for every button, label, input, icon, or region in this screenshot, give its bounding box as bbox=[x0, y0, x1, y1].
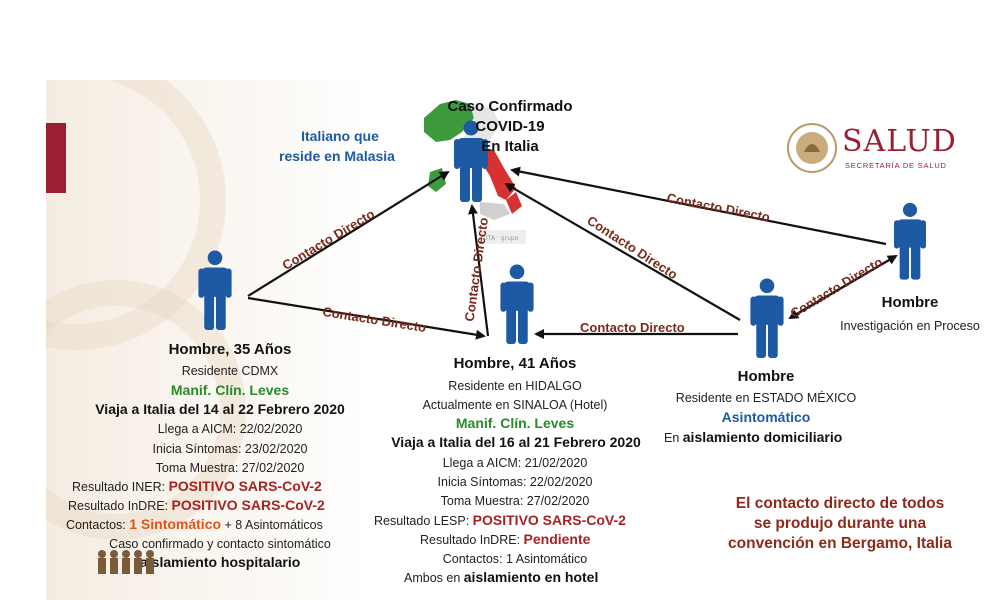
pmex-heading: Hombre bbox=[737, 368, 795, 385]
p35-case-line: Caso confirmado y contacto sintomático bbox=[109, 537, 331, 551]
p41-lesp-prefix: Resultado LESP: bbox=[374, 514, 473, 528]
center-title-line: COVID-19 bbox=[475, 118, 545, 135]
svg-text:ITA · grupo: ITA · grupo bbox=[486, 235, 519, 242]
crowd-icon bbox=[98, 550, 154, 574]
convention-note: El contacto directo de todos se produjo … bbox=[690, 494, 990, 554]
p35-residence: Residente CDMX bbox=[181, 364, 279, 378]
p35-iner-prefix: Resultado INER: bbox=[72, 480, 169, 494]
p35-contacts-suffix: + 8 Asintomáticos bbox=[221, 518, 323, 532]
p35-heading: Hombre, 35 Años bbox=[168, 341, 292, 358]
side-label-line: Italiano que bbox=[301, 128, 379, 144]
person-icon-mexico bbox=[750, 278, 784, 358]
p41-trip: Viaja a Italia del 16 al 21 Febrero 2020 bbox=[391, 434, 641, 450]
p35-manifest: Manif. Clín. Leves bbox=[170, 382, 290, 398]
p41-arrival: Llega a AICM: 21/02/2020 bbox=[442, 456, 588, 470]
pmex-status: Asintomático bbox=[721, 409, 811, 425]
p41-isolation: Ambos en aislamiento en hotel bbox=[404, 569, 598, 586]
accent-bar bbox=[46, 123, 66, 193]
p35-indre-value: POSITIVO SARS-CoV-2 bbox=[171, 497, 325, 513]
pmex-isolation: En aislamiento domiciliario bbox=[664, 429, 842, 446]
side-label-line: reside en Malasia bbox=[279, 148, 395, 164]
p35-iner-result: Resultado INER: POSITIVO SARS-CoV-2 bbox=[72, 478, 322, 495]
center-title-line: Caso Confirmado bbox=[447, 98, 573, 115]
p41-sample: Toma Muestra: 27/02/2020 bbox=[440, 494, 590, 508]
p41-indre-result: Resultado InDRE: Pendiente bbox=[420, 531, 590, 548]
p35-contacts-symptomatic: 1 Sintomático bbox=[129, 516, 222, 532]
pinv-heading: Hombre bbox=[881, 294, 939, 311]
person-icon-investigation bbox=[894, 202, 926, 280]
p41-indre-value: Pendiente bbox=[523, 531, 591, 547]
pmex-residence: Residente en ESTADO MÉXICO bbox=[675, 391, 857, 405]
p41-manifest: Manif. Clín. Leves bbox=[455, 415, 575, 431]
pinv-status: Investigación en Proceso bbox=[840, 319, 980, 333]
brand-name: SALUD bbox=[842, 124, 957, 159]
p41-residence: Residente en HIDALGO bbox=[448, 379, 582, 393]
p41-indre-prefix: Resultado InDRE: bbox=[420, 533, 524, 547]
p41-current: Actualmente en SINALOA (Hotel) bbox=[422, 398, 608, 412]
arrow-investigation-to-mexico bbox=[788, 255, 897, 320]
p35-sample: Toma Muestra: 27/02/2020 bbox=[155, 461, 305, 475]
p41-isolation-value: aislamiento en hotel bbox=[463, 569, 599, 585]
p35-indre-result: Resultado InDRE: POSITIVO SARS-CoV-2 bbox=[68, 497, 325, 514]
brand-subtitle: SECRETARÍA DE SALUD bbox=[845, 161, 947, 170]
note-line: El contacto directo de todos bbox=[735, 495, 945, 512]
note-line: se produjo durante una bbox=[753, 515, 927, 532]
person-icon-35 bbox=[198, 250, 232, 330]
national-seal-icon bbox=[787, 123, 837, 173]
p35-contacts: Contactos: 1 Sintomático + 8 Asintomátic… bbox=[66, 516, 323, 533]
arrow-mexico-to-center bbox=[504, 182, 741, 321]
pmex-isolation-value: aislamiento domiciliario bbox=[682, 429, 843, 445]
person-icon-41 bbox=[500, 264, 534, 344]
p41-symptoms: Inicia Síntomas: 22/02/2020 bbox=[437, 475, 593, 489]
p41-lesp-result: Resultado LESP: POSITIVO SARS-CoV-2 bbox=[374, 512, 626, 529]
person-icon-center bbox=[454, 120, 488, 202]
pmex-isolation-prefix: En bbox=[664, 431, 683, 445]
p35-contacts-prefix: Contactos: bbox=[66, 518, 130, 532]
p35-trip: Viaja a Italia del 14 al 22 Febrero 2020 bbox=[95, 401, 345, 417]
edge-label: Contacto Directo bbox=[580, 320, 685, 335]
slide-background bbox=[46, 80, 1000, 600]
arrow-35-to-41 bbox=[247, 296, 486, 340]
p35-symptoms: Inicia Síntomas: 23/02/2020 bbox=[152, 442, 308, 456]
arrow-investigation-to-center bbox=[510, 166, 887, 246]
p41-contacts: Contactos: 1 Asintomático bbox=[442, 552, 588, 566]
p35-iner-value: POSITIVO SARS-CoV-2 bbox=[168, 478, 322, 494]
center-title-line: En Italia bbox=[481, 138, 539, 155]
p35-isolation: aislamiento hospitalario bbox=[140, 554, 301, 570]
p41-isolation-prefix: Ambos en bbox=[404, 571, 464, 585]
p35-arrival: Llega a AICM: 22/02/2020 bbox=[157, 422, 303, 436]
note-line: convención en Bergamo, Italia bbox=[728, 535, 952, 552]
p35-indre-prefix: Resultado InDRE: bbox=[68, 499, 172, 513]
arrow-41-to-center bbox=[468, 204, 490, 337]
p41-heading: Hombre, 41 Años bbox=[453, 355, 577, 372]
p41-lesp-value: POSITIVO SARS-CoV-2 bbox=[472, 512, 626, 528]
arrow-35-to-center bbox=[247, 170, 450, 297]
